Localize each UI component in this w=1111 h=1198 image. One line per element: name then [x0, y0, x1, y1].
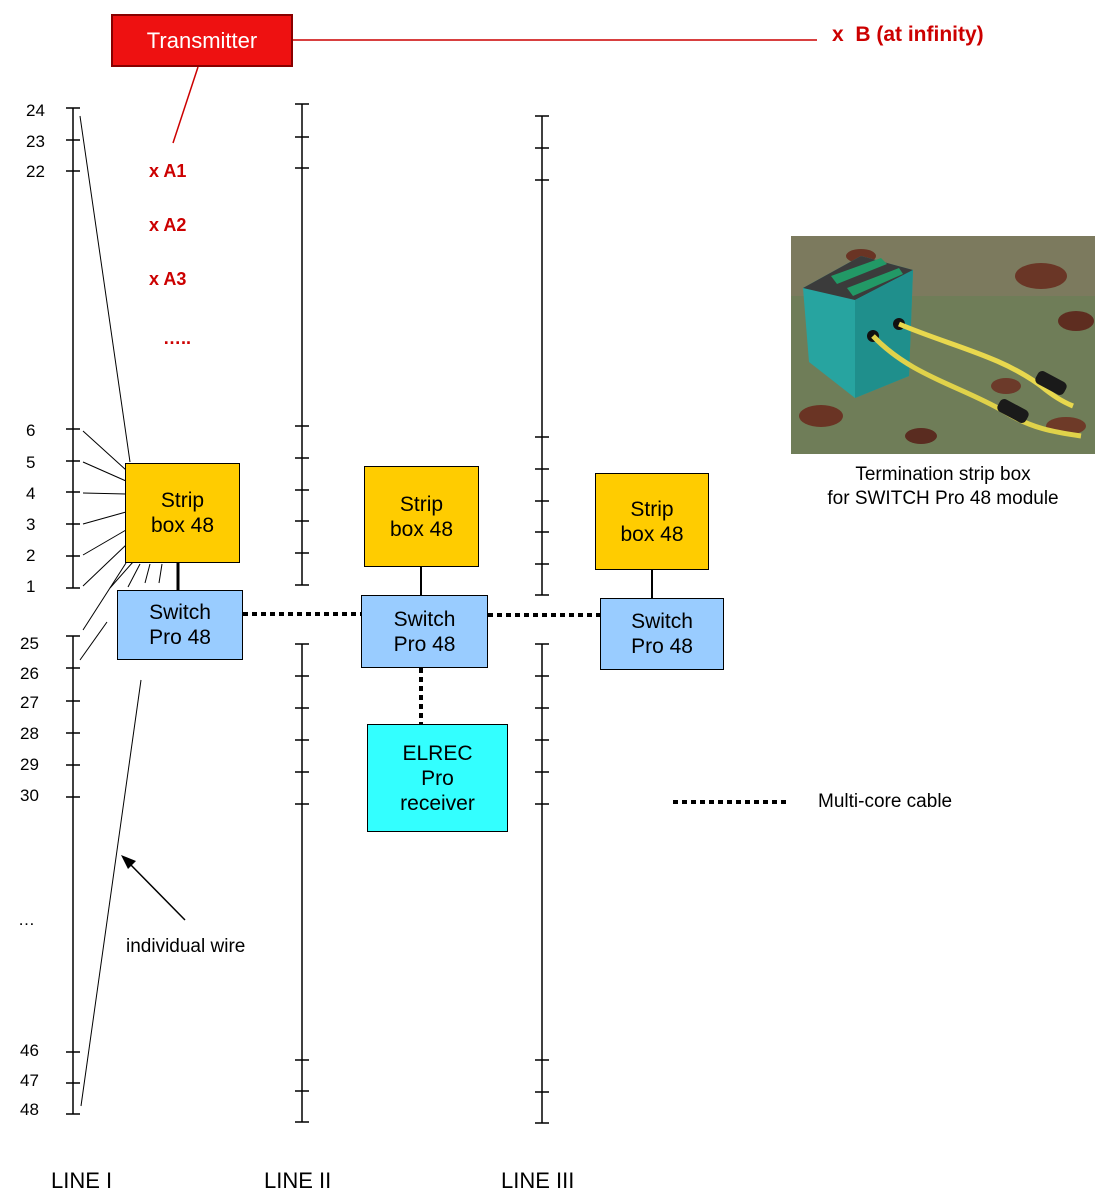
- cable-connector: [1035, 371, 1067, 395]
- multicore-cable-legend-label: Multi-core cable: [818, 791, 953, 812]
- electrode-number-label: 2: [26, 546, 36, 565]
- individual-wire: [127, 563, 141, 588]
- transmitter-box: Transmitter: [111, 14, 293, 67]
- elrec-pro-receiver-box: ELREC Pro receiver: [367, 724, 508, 832]
- electrode-ellipsis-label: …..: [163, 328, 192, 348]
- line-i-label: LINE I: [51, 1168, 113, 1193]
- individual-wire: [82, 511, 127, 525]
- individual-wire: [82, 492, 127, 495]
- box-side: [855, 270, 913, 398]
- individual-wire: [82, 562, 127, 631]
- electrode-a3-label: x A3: [149, 269, 187, 289]
- leaf: [905, 428, 937, 444]
- electrode-number-label: 48: [20, 1100, 39, 1119]
- cable-connector: [997, 399, 1029, 423]
- electrode-a2-label: x A2: [149, 215, 187, 235]
- individual-wire-label: individual wire: [126, 936, 246, 957]
- individual-wire: [79, 115, 131, 463]
- individual-wire: [109, 561, 134, 589]
- electrode-number-label: 23: [26, 132, 45, 151]
- line3-strip-box: Strip box 48: [595, 473, 709, 570]
- leaf: [991, 378, 1021, 394]
- leaf: [1058, 311, 1094, 331]
- individual-wire-arrow-shaft: [127, 861, 186, 921]
- electrode-number-label: 28: [20, 724, 39, 743]
- strip-box-photo-caption: Termination strip box for SWITCH Pro 48 …: [827, 464, 1059, 509]
- electrode-number-label: 1: [26, 577, 36, 596]
- individual-wire: [82, 430, 127, 471]
- electrode-number-label: 47: [20, 1071, 39, 1090]
- individual-wire: [79, 621, 108, 661]
- individual-wire: [144, 563, 151, 584]
- electrode-number-label: 3: [26, 515, 36, 534]
- yellow-cable: [898, 321, 1074, 409]
- electrode-number-label: 24: [26, 101, 45, 120]
- line3-switch-module: Switch Pro 48: [600, 598, 724, 670]
- leaf: [799, 405, 843, 427]
- line2-strip-box: Strip box 48: [364, 466, 479, 567]
- individual-wire-arrow-head: [121, 855, 136, 869]
- individual-wire: [158, 563, 163, 584]
- line-ii-label: LINE II: [264, 1168, 332, 1193]
- electrode-number-label: 26: [20, 664, 39, 683]
- individual-wire: [82, 544, 127, 587]
- transmitter-to-a-wire: [172, 66, 199, 144]
- electrode-ellipsis-label: …: [18, 910, 35, 929]
- electrode-number-label: 29: [20, 755, 39, 774]
- strip-box-photo-illustration: [791, 236, 1095, 454]
- leaf: [1015, 263, 1067, 289]
- individual-wire: [82, 461, 127, 482]
- lid-handle: [847, 268, 903, 296]
- electrode-number-label: 22: [26, 162, 45, 181]
- electrode-number-label: 25: [20, 634, 39, 653]
- remote-electrode-b-label: x B (at infinity): [832, 23, 984, 46]
- strip-box-photo: [791, 236, 1095, 454]
- box-lid: [803, 256, 913, 300]
- individual-wire: [80, 679, 142, 1107]
- line2-switch-module: Switch Pro 48: [361, 595, 488, 668]
- electrode-number-label: 5: [26, 453, 36, 472]
- electrode-a1-label: x A1: [149, 161, 187, 181]
- electrode-number-label: 6: [26, 421, 36, 440]
- individual-wire: [82, 529, 127, 556]
- electrode-number-label: 30: [20, 786, 39, 805]
- electrode-number-label: 27: [20, 693, 39, 712]
- electrode-number-label: 4: [26, 484, 36, 503]
- line-iii-label: LINE III: [501, 1168, 575, 1193]
- electrode-number-label: 46: [20, 1041, 39, 1060]
- line1-switch-module: Switch Pro 48: [117, 590, 243, 660]
- lid-handle: [831, 258, 887, 284]
- line1-strip-box: Strip box 48: [125, 463, 240, 563]
